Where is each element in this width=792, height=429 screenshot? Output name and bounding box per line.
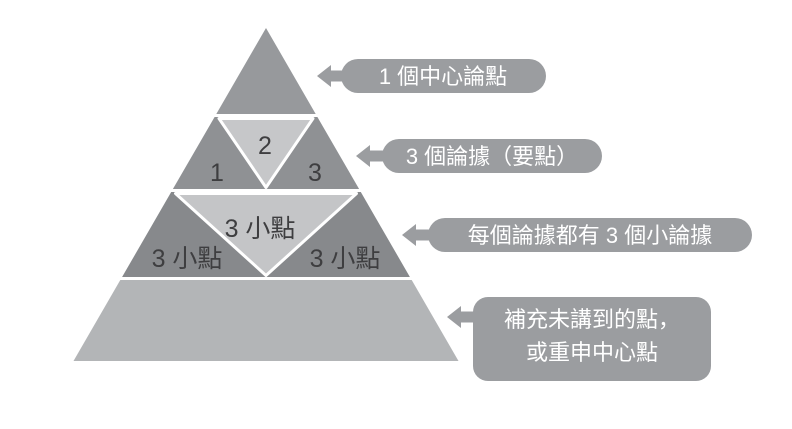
callout-three-arguments: 3 個論據（要點） bbox=[356, 139, 602, 173]
pyramid-level-4-base bbox=[73, 280, 459, 361]
callout-1-left-arrow-icon bbox=[317, 65, 345, 87]
level-2-center-label: 2 bbox=[258, 132, 272, 160]
callout-1-text: 1 個中心論點 bbox=[379, 64, 507, 89]
pyramid-level-2: 1 2 3 bbox=[172, 117, 360, 189]
callout-central-point: 1 個中心論點 bbox=[317, 59, 546, 93]
callout-sub-arguments: 每個論據都有 3 個小論據 bbox=[402, 218, 752, 252]
callout-3-bubble bbox=[428, 218, 752, 252]
callout-2-text: 3 個論據（要點） bbox=[406, 144, 578, 169]
callout-2-bubble bbox=[382, 139, 602, 173]
level-2-right-label: 3 bbox=[308, 159, 322, 187]
callout-4-text-line-1: 補充未講到的點， bbox=[504, 307, 680, 332]
callout-4-text-line-2: 或重申中心點 bbox=[526, 340, 658, 365]
pyramid-level-2-center-triangle bbox=[217, 117, 315, 189]
pyramid-level-1-top-triangle bbox=[216, 28, 316, 114]
pyramid: 1 2 3 3 小點 3 小點 3 小點 bbox=[73, 28, 459, 361]
level-3-left-label: 3 小點 bbox=[152, 245, 223, 273]
callout-4-left-arrow-icon bbox=[447, 306, 475, 328]
callout-3-left-arrow-icon bbox=[402, 224, 430, 246]
level-3-right-label: 3 小點 bbox=[310, 245, 381, 273]
pyramid-level-3-center-triangle bbox=[174, 192, 358, 277]
level-2-left-label: 1 bbox=[210, 159, 224, 187]
callout-1-bubble bbox=[341, 59, 546, 93]
callout-4-bubble bbox=[473, 297, 711, 381]
pyramid-level-3: 3 小點 3 小點 3 小點 bbox=[122, 192, 410, 277]
callout-2-left-arrow-icon bbox=[356, 145, 384, 167]
callout-3-text: 每個論據都有 3 個小論據 bbox=[468, 223, 712, 248]
level-3-center-label: 3 小點 bbox=[225, 215, 296, 243]
callout-supplement: 補充未講到的點， 或重申中心點 bbox=[447, 297, 711, 381]
